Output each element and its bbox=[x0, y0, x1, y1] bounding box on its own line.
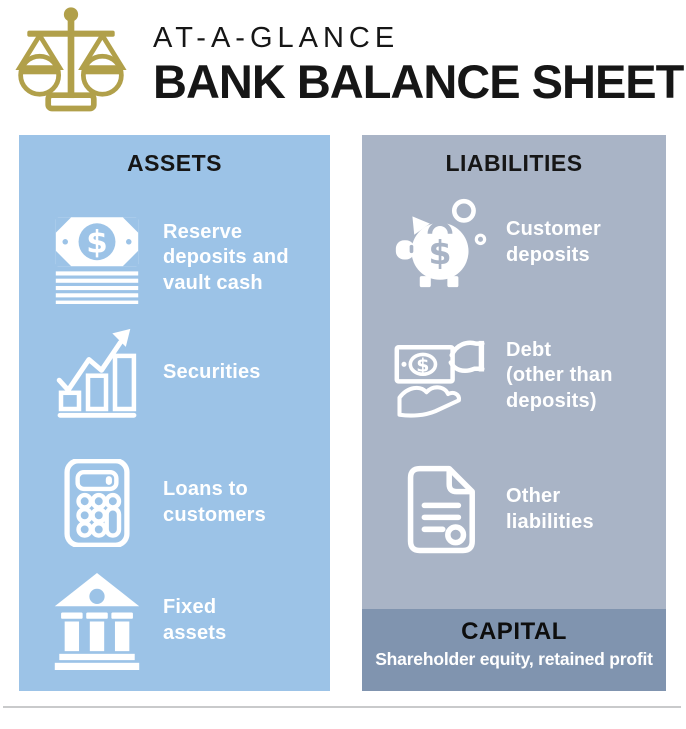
liability-item-other: Other liabilities bbox=[388, 463, 658, 557]
asset-label: Fixed assets bbox=[163, 596, 227, 644]
asset-item-securities: Securities bbox=[45, 323, 322, 423]
capital-subtitle: Shareholder equity, retained profit bbox=[375, 649, 653, 669]
asset-label: Securities bbox=[163, 361, 261, 384]
header-kicker: AT-A-GLANCE bbox=[153, 22, 400, 54]
liability-label: Other liabilities bbox=[506, 485, 594, 533]
cash-in-hand-icon: $ bbox=[388, 331, 492, 421]
piggy-bank-icon: $ bbox=[388, 197, 492, 289]
capital-title: CAPITAL bbox=[461, 618, 567, 645]
balance-scale-icon bbox=[15, 7, 127, 112]
liability-item-debt: $ Debt (other than deposits) bbox=[388, 333, 658, 419]
liabilities-column: LIABILITIES $ Customer deposits bbox=[362, 135, 666, 691]
svg-text:$: $ bbox=[86, 224, 108, 260]
bank-building-icon bbox=[45, 572, 149, 670]
asset-item-fixed-assets: Fixed assets bbox=[45, 572, 322, 670]
footer-divider-line bbox=[3, 706, 681, 708]
capital-section: CAPITAL Shareholder equity, retained pro… bbox=[362, 609, 666, 691]
growth-chart-icon bbox=[45, 326, 149, 420]
liability-label: Customer deposits bbox=[506, 218, 601, 266]
document-icon bbox=[388, 464, 492, 556]
cash-stack-icon: $ bbox=[45, 213, 149, 304]
svg-text:$: $ bbox=[428, 233, 451, 272]
header-text: AT-A-GLANCE BANK BALANCE SHEET bbox=[153, 22, 684, 109]
asset-item-reserve-deposits: $ Reserve deposits and vault cash bbox=[45, 211, 322, 305]
asset-item-loans: Loans to customers bbox=[45, 456, 322, 550]
svg-text:$: $ bbox=[416, 355, 429, 377]
assets-column: ASSETS $ bbox=[19, 135, 330, 691]
liability-item-customer-deposits: $ Customer deposits bbox=[388, 197, 658, 289]
calculator-icon bbox=[45, 459, 149, 547]
liability-label: Debt (other than deposits) bbox=[506, 338, 613, 412]
assets-title: ASSETS bbox=[126, 150, 223, 176]
page-title: BANK BALANCE SHEET bbox=[153, 55, 684, 109]
asset-label: Reserve deposits and vault cash bbox=[163, 220, 289, 294]
asset-label: Loans to customers bbox=[163, 478, 266, 526]
liabilities-title: LIABILITIES bbox=[445, 150, 583, 176]
